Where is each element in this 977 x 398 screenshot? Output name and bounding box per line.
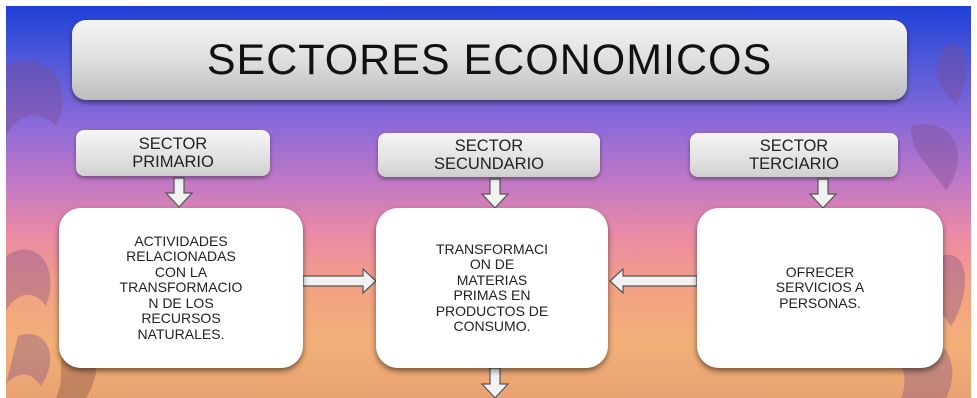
- connector-arrows: [164, 177, 838, 398]
- sector-terciario-description: OFRECER SERVICIOS A PERSONAS.: [775, 263, 865, 311]
- sector-terciario-label: SECTOR TERCIARIO: [749, 137, 839, 173]
- sector-primario-description-box: ACTIVIDADES RELACIONADAS CON LA TRANSFOR…: [59, 208, 303, 368]
- sector-terciario-description-box: OFRECER SERVICIOS A PERSONAS.: [697, 208, 943, 368]
- down-arrow-terciario: [808, 178, 838, 209]
- sector-secundario-description: TRANSFORMACI ON DE MATERIAS PRIMAS EN PR…: [435, 240, 549, 334]
- sector-terciario-header: SECTOR TERCIARIO: [690, 133, 898, 177]
- sector-secundario-description-box: TRANSFORMACI ON DE MATERIAS PRIMAS EN PR…: [376, 208, 608, 368]
- diagram-slide: SECTORES ECONOMICOS SECTOR PRIMARIO SECT…: [6, 6, 971, 398]
- title-box: SECTORES ECONOMICOS: [72, 20, 907, 100]
- sector-primario-header: SECTOR PRIMARIO: [76, 130, 270, 176]
- down-arrow-primario: [164, 177, 194, 208]
- down-arrow-secundario: [480, 178, 510, 209]
- diagram-title: SECTORES ECONOMICOS: [206, 35, 773, 84]
- right-arrow-primario: [302, 267, 377, 295]
- sector-primario-label: SECTOR PRIMARIO: [132, 135, 214, 171]
- left-arrow-terciario: [609, 267, 698, 295]
- down-arrow-output: [480, 367, 510, 398]
- sector-primario-description: ACTIVIDADES RELACIONADAS CON LA TRANSFOR…: [119, 232, 243, 342]
- sector-secundario-label: SECTOR SECUNDARIO: [433, 137, 544, 173]
- sector-secundario-header: SECTOR SECUNDARIO: [378, 133, 600, 177]
